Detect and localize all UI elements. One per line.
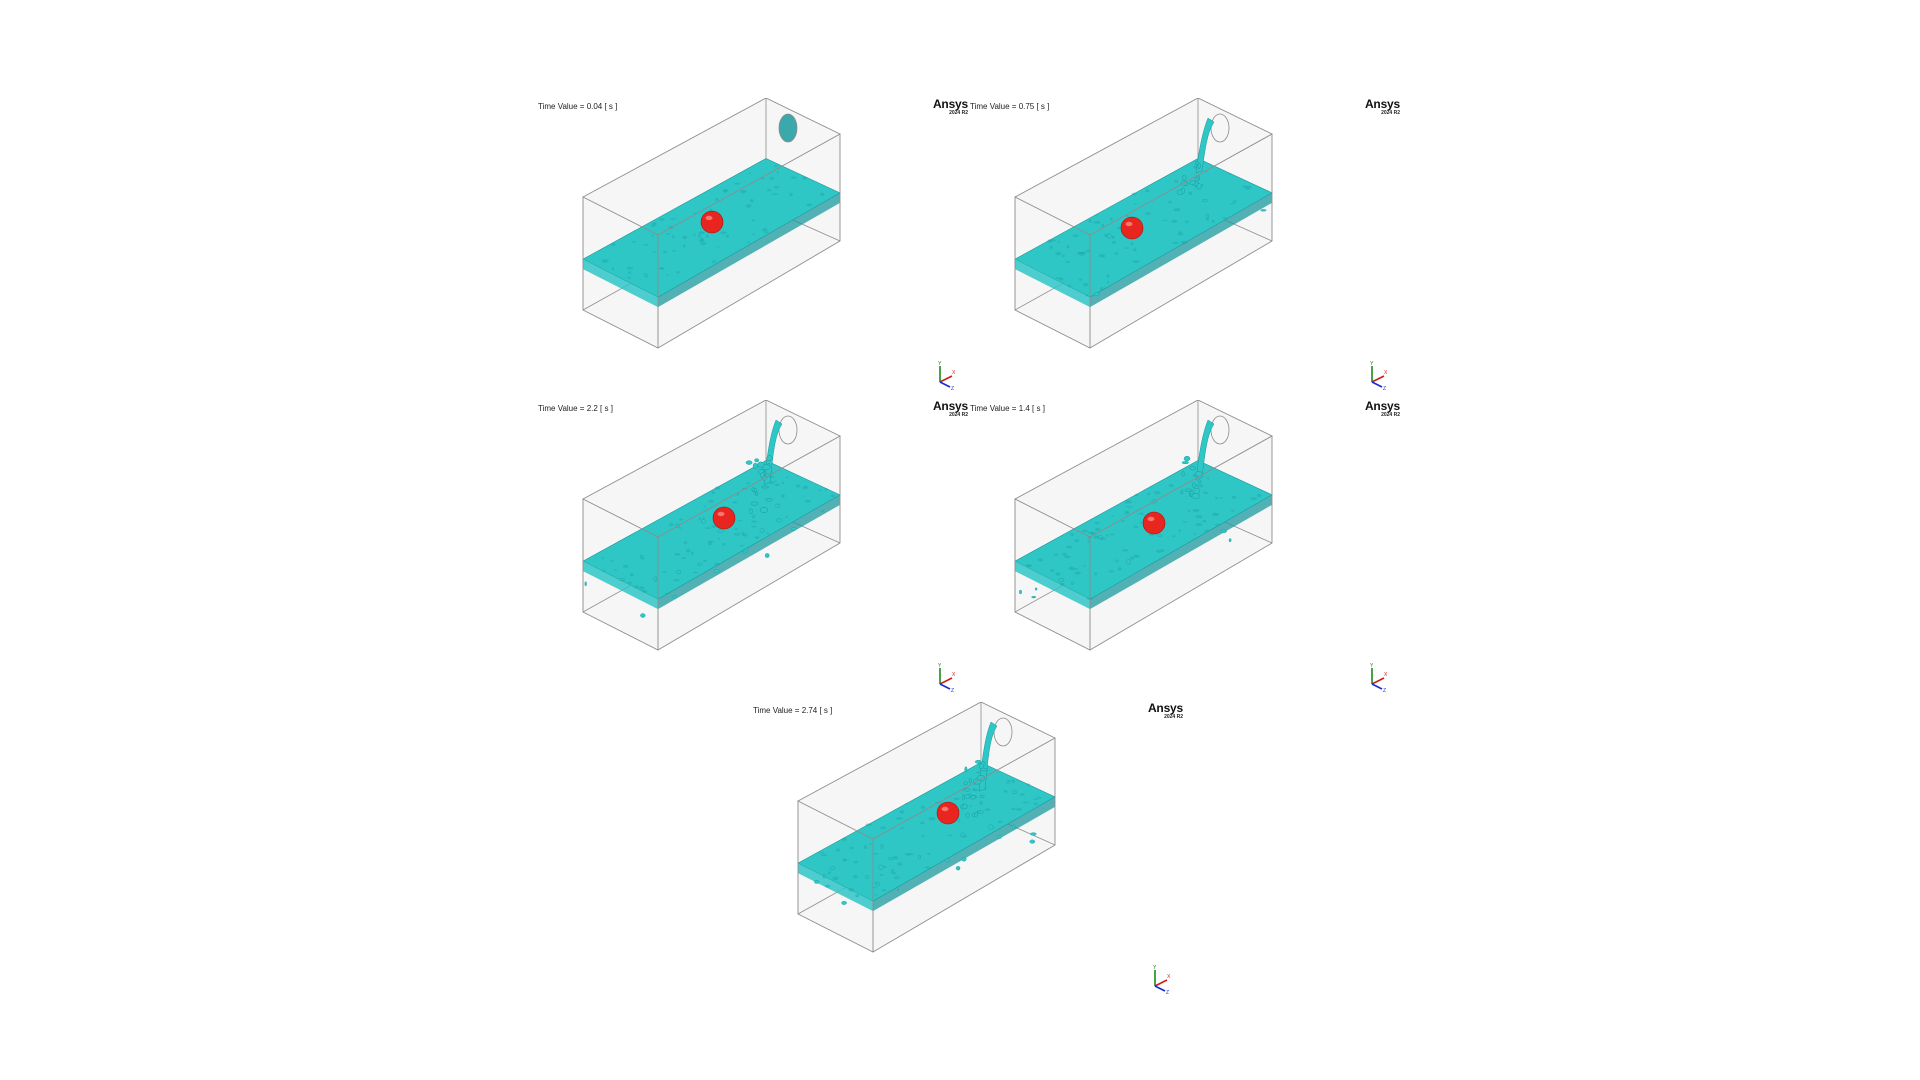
logo-name: Ansys	[1364, 399, 1400, 413]
axis-x-line	[1154, 979, 1168, 987]
water-side-slab	[658, 192, 840, 308]
axis-x-label: X	[952, 672, 956, 678]
sim-panel-t14: Time Value = 1.4 [ s ] Ansys 2024 R2 Y X Z	[970, 400, 1400, 700]
water-ripples	[601, 164, 825, 279]
axis-y-label: Y	[938, 663, 942, 669]
tank-scene	[797, 702, 1056, 953]
axis-z-line	[1371, 683, 1383, 690]
logo-name: Ansys	[1364, 97, 1400, 111]
tank-scene	[582, 98, 841, 349]
ansys-logo: Ansys 2024 R2	[1365, 400, 1400, 418]
time-value-label: Time Value = 2.74 [ s ]	[753, 706, 833, 715]
tank-scene	[1014, 400, 1273, 651]
logo-version: 2024 R2	[1164, 714, 1183, 720]
axis-z-label: Z	[1383, 386, 1386, 390]
water-side-slab	[1090, 192, 1272, 308]
time-value-label: Time Value = 1.4 [ s ]	[970, 404, 1045, 413]
sim-panel-t004: Time Value = 0.04 [ s ] Ansys 2024 R2 Y X…	[538, 98, 968, 398]
axis-y-label: Y	[1153, 965, 1157, 971]
water-front-slab	[583, 259, 658, 308]
axis-z-label: Z	[1166, 990, 1169, 994]
axis-triad-icon: Y X Z	[1153, 965, 1171, 994]
water-front-slab	[1015, 561, 1090, 610]
inflow-jet	[960, 721, 998, 818]
axis-y-label: Y	[1370, 663, 1374, 669]
axis-z-label: Z	[951, 386, 954, 390]
axis-triad-icon: Y X Z	[938, 361, 956, 390]
logo-name: Ansys	[932, 399, 968, 413]
inlet-pipe	[778, 113, 798, 143]
axis-z-line	[1371, 381, 1383, 388]
ansys-logo: Ansys 2024 R2	[1148, 702, 1183, 720]
water-front-slab	[798, 863, 873, 912]
logo-version: 2024 R2	[1381, 412, 1400, 418]
air-bubbles	[584, 488, 825, 618]
logo-version: 2024 R2	[1381, 110, 1400, 116]
tank-front-edges	[582, 400, 841, 651]
tank-scene	[582, 400, 841, 651]
axis-triad-icon: Y X Z	[1370, 361, 1388, 390]
air-bubbles	[1093, 199, 1267, 296]
floating-ball	[712, 506, 736, 530]
water-ripples	[1047, 165, 1252, 297]
logo-version: 2024 R2	[949, 110, 968, 116]
axis-x-line	[1371, 677, 1385, 685]
axis-y-label: Y	[1370, 361, 1374, 367]
water-ripples	[1025, 470, 1262, 600]
axis-z-line	[1154, 985, 1166, 992]
tank-front-edges	[1014, 400, 1273, 651]
axis-z-line	[939, 683, 951, 690]
inflow-jet	[1180, 419, 1215, 500]
axis-x-label: X	[952, 370, 956, 376]
axis-triad-icon: Y X Z	[938, 663, 956, 692]
ansys-logo: Ansys 2024 R2	[1365, 98, 1400, 116]
tank-scene	[1014, 98, 1273, 349]
time-value-label: Time Value = 0.75 [ s ]	[970, 102, 1050, 111]
logo-version: 2024 R2	[949, 412, 968, 418]
axis-z-label: Z	[1383, 688, 1386, 692]
sim-panel-t22: Time Value = 2.2 [ s ] Ansys 2024 R2 Y X Z	[538, 400, 968, 700]
tank-front-edges	[582, 98, 841, 349]
axis-y-label: Y	[938, 361, 942, 367]
logo-name: Ansys	[1147, 701, 1183, 715]
floating-ball	[700, 210, 724, 234]
axis-x-label: X	[1167, 974, 1171, 980]
ansys-logo: Ansys 2024 R2	[933, 98, 968, 116]
water-side-slab	[658, 494, 840, 610]
axis-z-line	[939, 381, 951, 388]
logo-name: Ansys	[932, 97, 968, 111]
axis-x-label: X	[1384, 370, 1388, 376]
ansys-logo: Ansys 2024 R2	[933, 400, 968, 418]
sim-panel-t075: Time Value = 0.75 [ s ] Ansys 2024 R2 Y X…	[970, 98, 1400, 398]
axis-z-label: Z	[951, 688, 954, 692]
sim-panel-t274: Time Value = 2.74 [ s ] Ansys 2024 R2 Y X…	[753, 702, 1183, 1002]
axis-x-line	[939, 677, 953, 685]
tank-front-edges	[797, 702, 1056, 953]
axis-x-label: X	[1384, 672, 1388, 678]
axis-x-line	[939, 375, 953, 383]
time-value-label: Time Value = 0.04 [ s ]	[538, 102, 618, 111]
floating-ball	[1142, 511, 1166, 535]
water-side-slab	[1090, 494, 1272, 610]
water-side-slab	[873, 796, 1055, 912]
axis-x-line	[1371, 375, 1385, 383]
axis-triad-icon: Y X Z	[1370, 663, 1388, 692]
floating-ball	[936, 801, 960, 825]
water-front-slab	[1015, 259, 1090, 308]
water-front-slab	[583, 561, 658, 610]
time-value-label: Time Value = 2.2 [ s ]	[538, 404, 613, 413]
floating-ball	[1120, 216, 1144, 240]
air-bubbles	[814, 790, 1037, 905]
inflow-jet	[1176, 117, 1215, 195]
tank-front-edges	[1014, 98, 1273, 349]
